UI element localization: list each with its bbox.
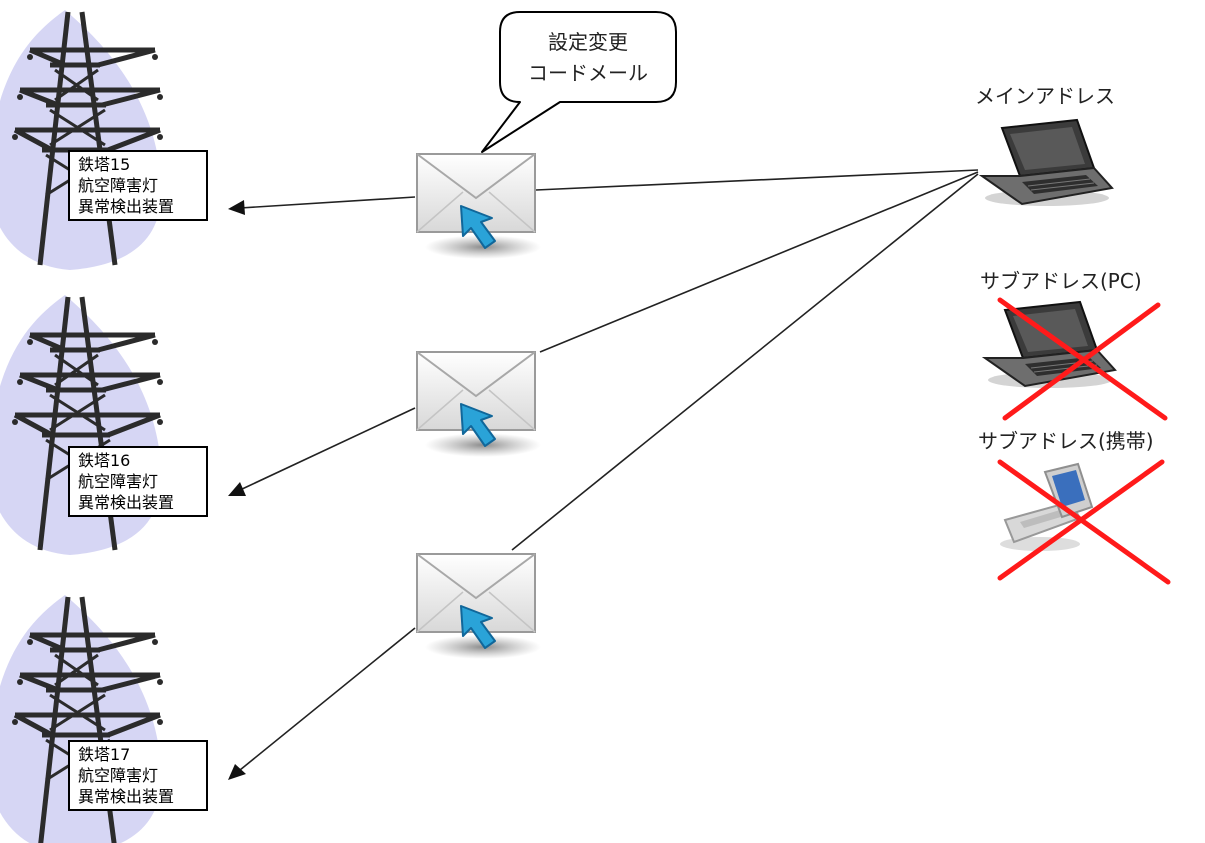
connector-line-1 bbox=[535, 169, 979, 191]
sub-address-pc-label: サブアドレス(PC) bbox=[980, 269, 1142, 293]
speech-bubble-text: 設定変更 コードメール bbox=[518, 27, 658, 89]
mail-envelope-icon-1 bbox=[416, 153, 542, 260]
disabled-cross-icon-pc bbox=[997, 297, 1168, 421]
sub-address-mobile-label: サブアドレス(携帯) bbox=[978, 429, 1154, 453]
tower-17-line3: 異常検出装置 bbox=[78, 787, 175, 806]
connector-line-6 bbox=[239, 627, 416, 771]
connector-line-4 bbox=[239, 196, 416, 209]
bubble-line-2: コードメール bbox=[528, 61, 648, 85]
tower-15-line2: 航空障害灯 bbox=[78, 176, 159, 195]
tower-17-label: 鉄塔17 航空障害灯 異常検出装置 bbox=[68, 740, 208, 811]
tower-15-line3: 異常検出装置 bbox=[78, 197, 175, 216]
bubble-line-1: 設定変更 bbox=[548, 30, 628, 54]
connector-line-3 bbox=[511, 173, 979, 551]
mail-envelope-icon-2 bbox=[416, 351, 542, 458]
connector-line-5 bbox=[239, 407, 416, 491]
tower-15-name: 鉄塔15 bbox=[78, 155, 131, 174]
tower-16-line2: 航空障害灯 bbox=[78, 472, 159, 491]
arrowhead-15 bbox=[228, 200, 245, 215]
tower-16-line3: 異常検出装置 bbox=[78, 493, 175, 512]
speech-bubble bbox=[481, 11, 677, 153]
arrowhead-16 bbox=[228, 482, 246, 496]
tower-15-label: 鉄塔15 航空障害灯 異常検出装置 bbox=[68, 150, 208, 221]
tower-16-name: 鉄塔16 bbox=[78, 451, 131, 470]
connector-line-2 bbox=[539, 171, 979, 353]
tower-17-name: 鉄塔17 bbox=[78, 745, 131, 764]
tower-16-label: 鉄塔16 航空障害灯 異常検出装置 bbox=[68, 446, 208, 517]
tower-15-icon bbox=[0, 10, 163, 270]
main-address-label: メインアドレス bbox=[975, 84, 1115, 108]
disabled-cross-icon-mobile bbox=[997, 459, 1171, 585]
mobile-phone-icon bbox=[999, 463, 1093, 552]
sub-pc-laptop-icon bbox=[984, 301, 1116, 389]
tower-17-line2: 航空障害灯 bbox=[78, 766, 159, 785]
arrowhead-17 bbox=[228, 764, 246, 780]
main-laptop-icon bbox=[981, 119, 1113, 207]
mail-envelope-icon-3 bbox=[416, 553, 542, 660]
